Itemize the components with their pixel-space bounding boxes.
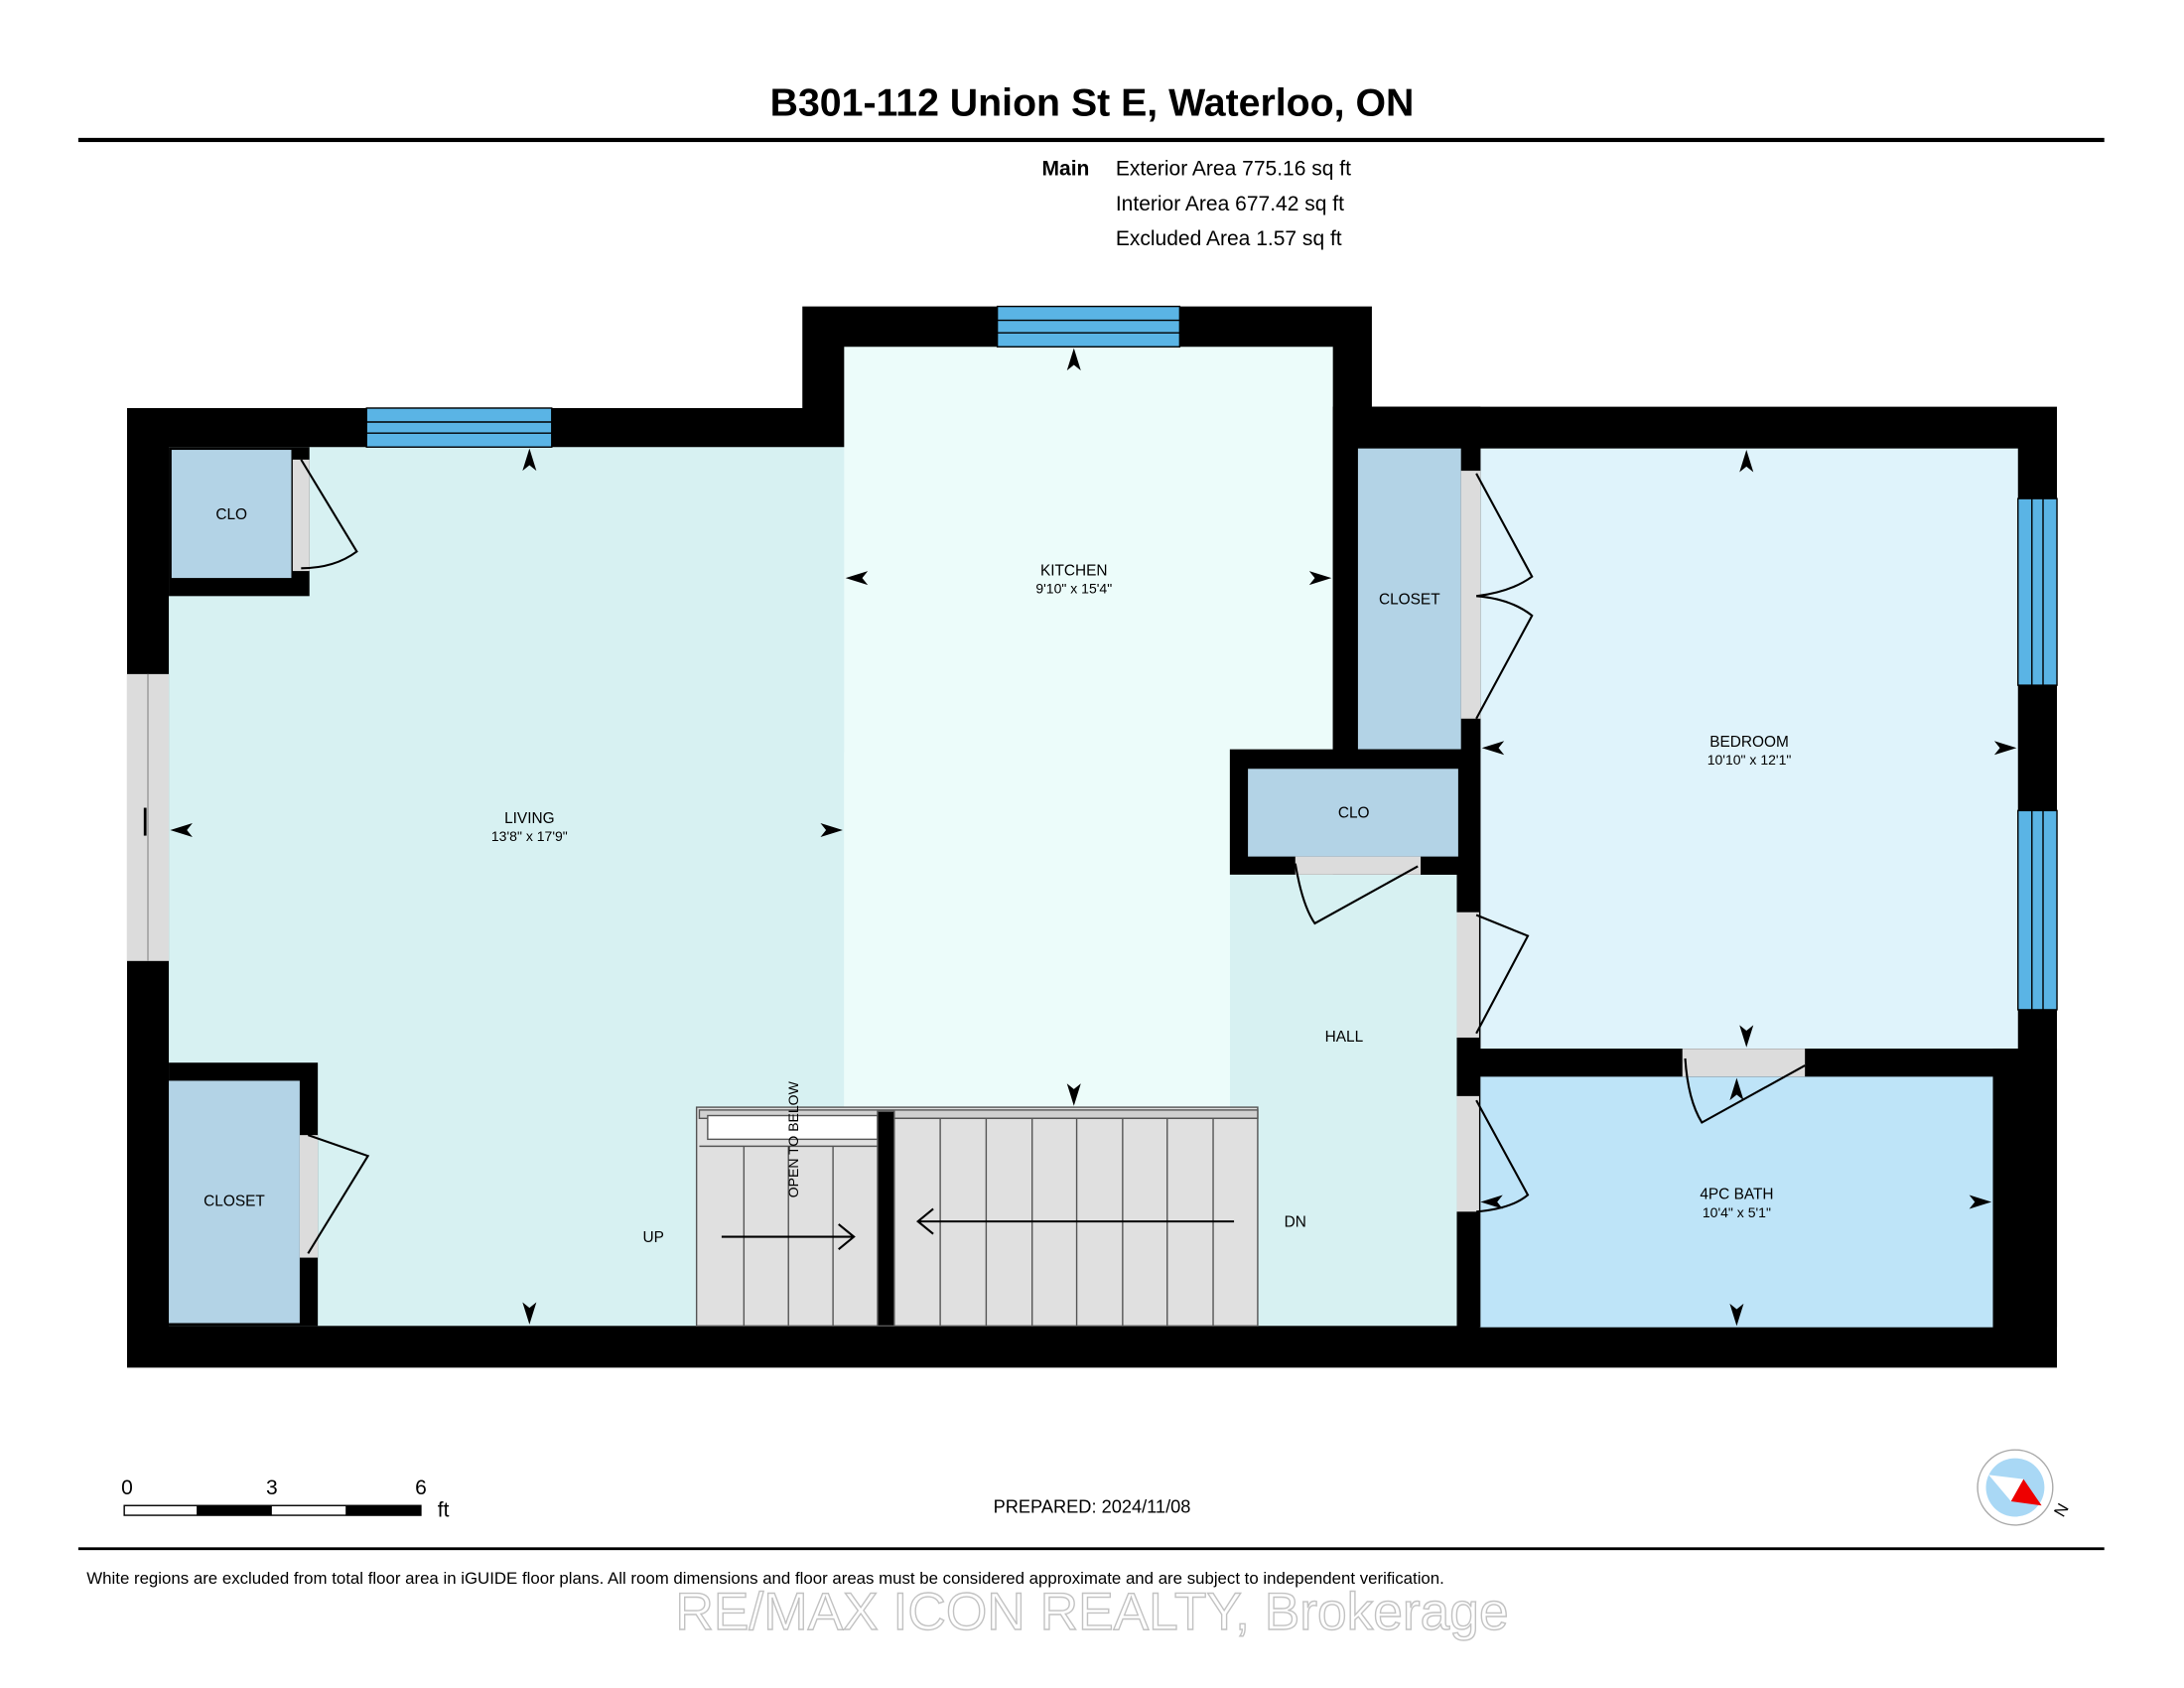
wall — [1992, 1049, 2058, 1328]
title-divider — [77, 137, 2105, 143]
watermark: RE/MAX ICON REALTY, Brokerage — [675, 1583, 1508, 1641]
door-gap — [1295, 856, 1422, 875]
door-gap — [1460, 471, 1481, 719]
closet-bedroom — [1357, 448, 1461, 750]
door-gap — [1456, 912, 1479, 1038]
scale-unit: ft — [438, 1498, 450, 1521]
window — [2017, 497, 2058, 686]
disclaimer: White regions are excluded from total fl… — [86, 1569, 1444, 1588]
open-below-label: OPEN TO BELOW — [785, 1080, 801, 1197]
bedroom-dims: 10'10" x 12'1" — [1707, 752, 1792, 768]
door-gap — [292, 459, 310, 572]
door-swings — [300, 459, 1806, 1254]
door-gap — [1682, 1049, 1806, 1077]
scale-bar: 0 3 6 ft — [121, 1477, 449, 1521]
kitchen-dims: 9'10" x 15'4" — [1035, 581, 1112, 597]
door-gap — [299, 1135, 319, 1258]
hall-kitchen-join — [844, 752, 1230, 1108]
closet-bottom-left — [169, 1080, 300, 1324]
interior-area: Interior Area 677.42 sq ft — [1116, 193, 1344, 215]
area-level: Main — [1042, 158, 1090, 181]
sliding-door — [126, 673, 170, 961]
staircase — [695, 1106, 1259, 1328]
hall-room — [1229, 874, 1457, 1327]
compass-north: N — [2050, 1500, 2073, 1520]
exterior-area: Exterior Area 775.16 sq ft — [1116, 158, 1351, 181]
scale-tick-0: 0 — [121, 1477, 133, 1499]
scale-tick-3: 3 — [266, 1477, 278, 1499]
page-title: B301-112 Union St E, Waterloo, ON — [770, 80, 1415, 124]
bath-room — [1478, 1076, 1993, 1328]
stairs-up-label: UP — [642, 1229, 663, 1246]
bedroom-label: BEDROOM — [1709, 734, 1789, 751]
hall-label: HALL — [1325, 1029, 1364, 1046]
closet-bottom-left-label: CLOSET — [204, 1194, 265, 1210]
bath-dims: 10'4" x 5'1" — [1703, 1204, 1771, 1220]
bedroom-room — [1480, 448, 2018, 1050]
clo-top-left-label: CLO — [215, 506, 247, 523]
window — [365, 407, 553, 448]
door-gap — [1456, 1095, 1479, 1212]
stairs-down-label: DN — [1285, 1214, 1306, 1231]
excluded-area: Excluded Area 1.57 sq ft — [1116, 227, 1342, 250]
compass-icon: N — [1977, 1449, 2073, 1526]
living-label: LIVING — [504, 810, 555, 827]
window — [2017, 809, 2058, 1011]
living-dims: 13'8" x 17'9" — [491, 828, 568, 844]
kitchen-label: KITCHEN — [1040, 562, 1108, 579]
window — [996, 305, 1181, 348]
scale-tick-6: 6 — [415, 1477, 427, 1499]
prepared-date: PREPARED: 2024/11/08 — [994, 1495, 1191, 1516]
footer-divider — [77, 1547, 2105, 1551]
clo-hall — [1248, 769, 1458, 857]
closet-bedroom-label: CLOSET — [1379, 592, 1440, 609]
clo-hall-label: CLO — [1338, 804, 1370, 821]
bath-label: 4PC BATH — [1700, 1187, 1773, 1203]
clo-top-left — [171, 450, 292, 579]
dimension-arrows — [170, 348, 2017, 1327]
stair-arrows — [721, 1207, 1235, 1250]
